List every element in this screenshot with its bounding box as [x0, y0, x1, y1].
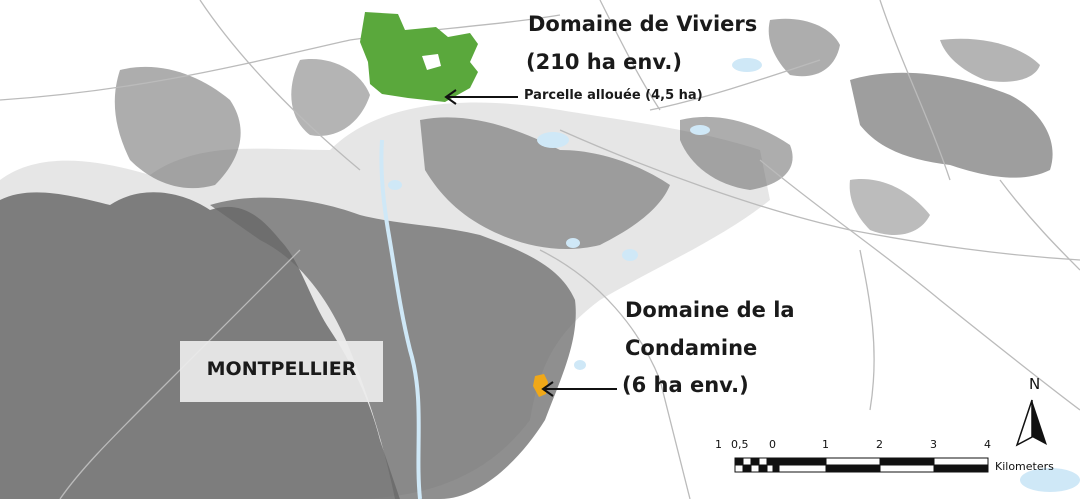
city-label-box: MONTPELLIER — [180, 341, 383, 402]
north-arrow-icon — [1015, 399, 1047, 447]
arrow-condamine — [541, 381, 617, 397]
scale-tick-label: 2 — [876, 438, 883, 451]
scale-bar — [734, 457, 989, 473]
scale-tick-label: 4 — [984, 438, 991, 451]
scale-tick-label: 3 — [930, 438, 937, 451]
domaine-condamine-label-line1: Domaine de la — [625, 298, 795, 322]
arrow-parcelle — [444, 89, 518, 105]
north-label: N — [1029, 375, 1041, 393]
domaine-viviers-area — [360, 12, 478, 102]
domaine-viviers-hole — [422, 54, 441, 70]
scale-tick-label: 1 — [822, 438, 829, 451]
domaine-condamine-area — [533, 374, 548, 397]
urban-dense — [0, 18, 1053, 499]
domaine-condamine-area-label: (6 ha env.) — [622, 373, 749, 397]
river — [379, 139, 422, 499]
domaine-viviers-area-label: (210 ha env.) — [526, 50, 682, 74]
scale-tick-label: 0 — [769, 438, 776, 451]
scale-tick-label: 1 — [715, 438, 722, 451]
scale-tick-label: 0,5 — [731, 438, 749, 451]
domaine-condamine-label-line2: Condamine — [625, 336, 758, 360]
water — [388, 58, 1080, 492]
city-label: MONTPELLIER — [206, 358, 357, 380]
scale-unit-label: Kilometers — [995, 460, 1054, 473]
domaine-viviers-label: Domaine de Viviers — [528, 12, 758, 36]
parcelle-label: Parcelle allouée (4,5 ha) — [524, 88, 703, 103]
